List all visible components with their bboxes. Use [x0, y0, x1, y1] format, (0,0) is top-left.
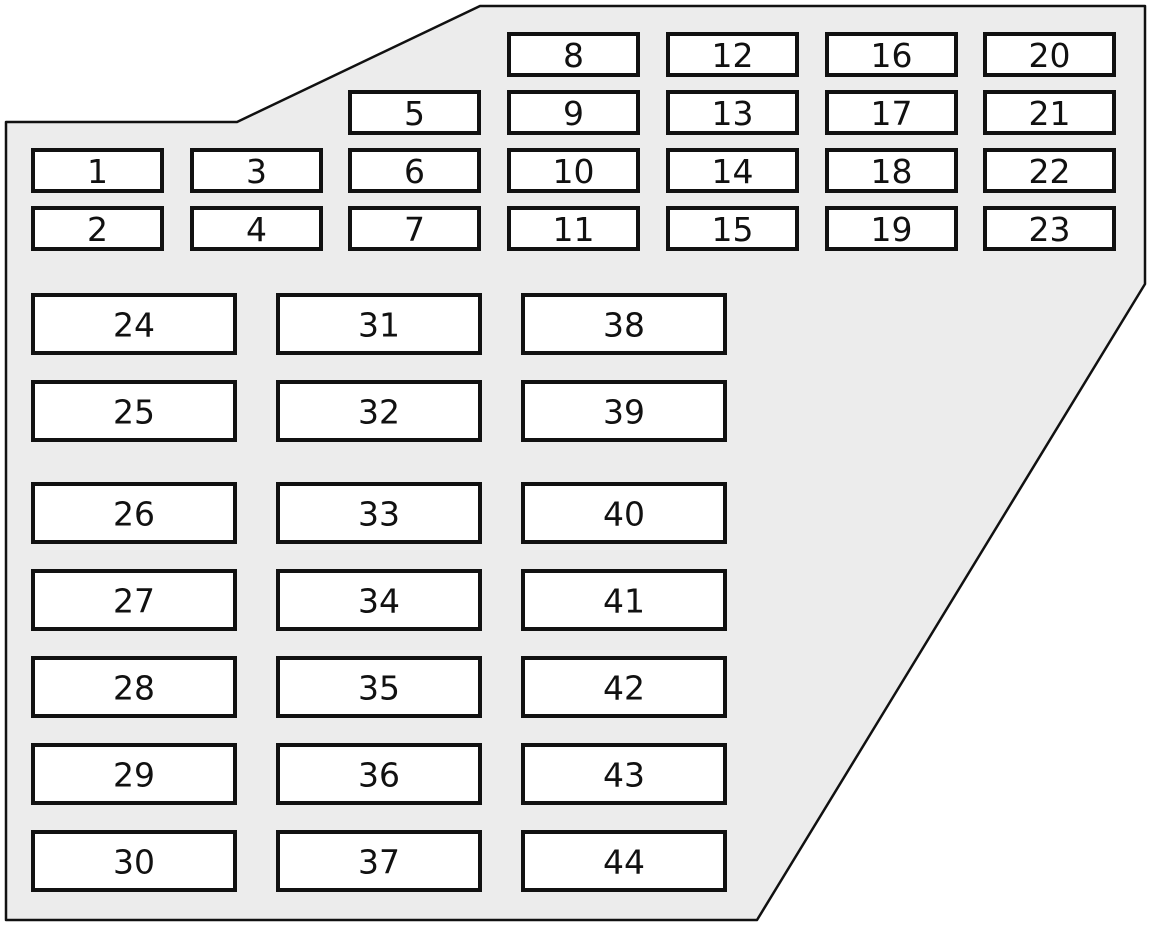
small-fuse-label-14: 14 [712, 152, 754, 191]
large-fuse-label-25: 25 [113, 393, 155, 432]
large-fuse-label-34: 34 [358, 582, 400, 621]
large-fuse-label-42: 42 [603, 669, 645, 708]
large-fuse-slot-43 [521, 743, 727, 805]
small-fuse-label-18: 18 [871, 152, 913, 191]
small-fuse-label-2: 2 [87, 210, 108, 249]
large-fuse-label-28: 28 [113, 669, 155, 708]
small-fuse-slot-1 [31, 148, 164, 193]
small-fuse-slot-7 [348, 206, 481, 251]
small-fuse-slot-20 [983, 32, 1116, 77]
small-fuse-label-1: 1 [87, 152, 108, 191]
large-fuse-label-27: 27 [113, 582, 155, 621]
large-fuse-slot-24 [31, 293, 237, 355]
small-fuse-label-9: 9 [563, 94, 584, 133]
small-fuse-label-23: 23 [1029, 210, 1071, 249]
large-fuse-slot-27 [31, 569, 237, 631]
small-fuse-slot-21 [983, 90, 1116, 135]
small-fuse-label-16: 16 [871, 36, 913, 75]
small-fuse-label-21: 21 [1029, 94, 1071, 133]
small-fuse-slot-22 [983, 148, 1116, 193]
small-fuse-label-10: 10 [553, 152, 595, 191]
large-fuse-label-30: 30 [113, 843, 155, 882]
small-fuse-slot-19 [825, 206, 958, 251]
large-fuse-slot-25 [31, 380, 237, 442]
small-fuse-label-22: 22 [1029, 152, 1071, 191]
small-fuse-slot-10 [507, 148, 640, 193]
large-fuse-label-39: 39 [603, 393, 645, 432]
large-fuse-label-33: 33 [358, 495, 400, 534]
large-fuse-label-32: 32 [358, 393, 400, 432]
small-fuse-label-7: 7 [404, 210, 425, 249]
large-fuse-label-24: 24 [113, 306, 155, 345]
large-fuse-label-38: 38 [603, 306, 645, 345]
small-fuse-label-12: 12 [712, 36, 754, 75]
small-fuse-slot-9 [507, 90, 640, 135]
small-fuse-slot-11 [507, 206, 640, 251]
small-fuse-slot-23 [983, 206, 1116, 251]
large-fuse-label-41: 41 [603, 582, 645, 621]
large-fuse-label-37: 37 [358, 843, 400, 882]
large-fuse-label-36: 36 [358, 756, 400, 795]
small-fuse-slot-16 [825, 32, 958, 77]
small-fuse-slot-6 [348, 148, 481, 193]
small-fuse-slot-3 [190, 148, 323, 193]
small-fuse-label-5: 5 [404, 94, 425, 133]
large-fuse-label-40: 40 [603, 495, 645, 534]
large-fuse-slot-42 [521, 656, 727, 718]
small-fuse-label-15: 15 [712, 210, 754, 249]
small-fuse-label-20: 20 [1029, 36, 1071, 75]
large-fuse-label-31: 31 [358, 306, 400, 345]
small-fuse-slot-8 [507, 32, 640, 77]
small-fuse-label-4: 4 [246, 210, 267, 249]
large-fuse-slot-31 [276, 293, 482, 355]
small-fuse-slot-2 [31, 206, 164, 251]
large-fuse-slot-29 [31, 743, 237, 805]
small-fuse-label-11: 11 [553, 210, 595, 249]
small-fuse-slot-18 [825, 148, 958, 193]
large-fuse-slot-38 [521, 293, 727, 355]
small-fuse-slot-5 [348, 90, 481, 135]
large-fuse-slot-41 [521, 569, 727, 631]
small-fuse-slot-14 [666, 148, 799, 193]
small-fuse-slot-15 [666, 206, 799, 251]
small-fuse-label-8: 8 [563, 36, 584, 75]
small-fuse-label-6: 6 [404, 152, 425, 191]
large-fuse-slot-30 [31, 830, 237, 892]
large-fuse-label-29: 29 [113, 756, 155, 795]
large-fuse-slot-26 [31, 482, 237, 544]
small-fuse-slot-17 [825, 90, 958, 135]
large-fuse-slot-39 [521, 380, 727, 442]
small-fuse-label-19: 19 [871, 210, 913, 249]
large-fuse-slot-40 [521, 482, 727, 544]
large-fuse-slot-37 [276, 830, 482, 892]
large-fuse-label-43: 43 [603, 756, 645, 795]
small-fuse-slot-12 [666, 32, 799, 77]
small-fuse-label-13: 13 [712, 94, 754, 133]
large-fuse-slot-32 [276, 380, 482, 442]
large-fuse-label-35: 35 [358, 669, 400, 708]
large-fuse-slot-28 [31, 656, 237, 718]
large-fuse-group: 24 25 26 27 28 29 30 31 32 33 34 35 36 37 38 39 40 41 42 43… [31, 293, 727, 892]
large-fuse-slot-33 [276, 482, 482, 544]
large-fuse-slot-36 [276, 743, 482, 805]
small-fuse-label-3: 3 [246, 152, 267, 191]
large-fuse-label-26: 26 [113, 495, 155, 534]
large-fuse-slot-34 [276, 569, 482, 631]
small-fuse-slot-4 [190, 206, 323, 251]
small-fuse-label-17: 17 [871, 94, 913, 133]
large-fuse-label-44: 44 [603, 843, 645, 882]
large-fuse-slot-44 [521, 830, 727, 892]
small-fuse-slot-13 [666, 90, 799, 135]
large-fuse-slot-35 [276, 656, 482, 718]
